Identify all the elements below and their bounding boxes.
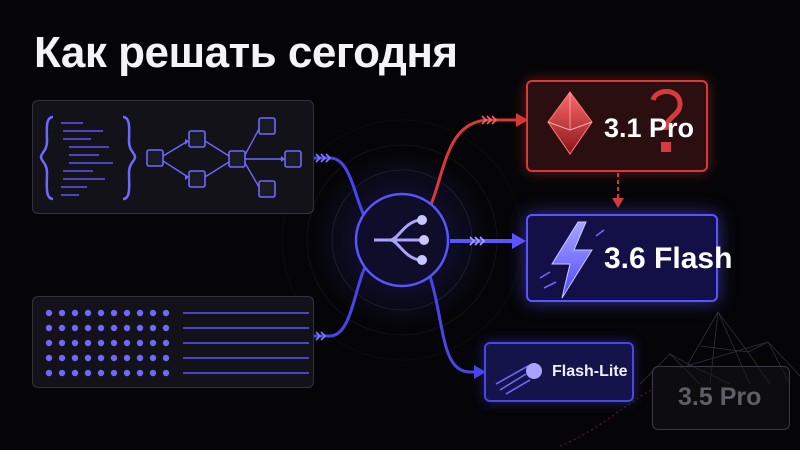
grid-dot <box>71 354 79 362</box>
grid-dot <box>58 309 66 317</box>
braces-icon <box>39 115 137 201</box>
grid-dot <box>162 339 170 347</box>
grid-dot <box>110 324 118 332</box>
model-label-pro: 3.1 Pro <box>604 113 695 143</box>
legacy-dotted-line <box>559 389 653 447</box>
grid-dot <box>45 339 53 347</box>
grid-dot <box>71 339 79 347</box>
dot-grid-icon <box>45 309 309 377</box>
grid-dot <box>84 324 92 332</box>
grid-dot <box>84 309 92 317</box>
grid-dot <box>97 309 105 317</box>
grid-dot <box>45 324 53 332</box>
grid-dot <box>71 309 79 317</box>
model-card-flash[interactable] <box>526 214 718 302</box>
model-label-lite: Flash-Lite <box>552 363 628 380</box>
model-card-legacy[interactable] <box>652 366 790 430</box>
grid-dot <box>45 369 53 377</box>
pro-chevrons <box>481 115 498 125</box>
grid-dot <box>149 339 157 347</box>
grid-dot <box>110 354 118 362</box>
grid-dot <box>84 369 92 377</box>
route-to-lite <box>426 269 476 374</box>
grid-dot <box>58 369 66 377</box>
grid-dot <box>136 354 144 362</box>
grid-dot <box>97 369 105 377</box>
code-lines <box>61 122 113 196</box>
question-mark-icon <box>650 89 683 131</box>
grid-dot <box>149 369 157 377</box>
grid-dot <box>136 324 144 332</box>
comet-icon <box>495 363 542 395</box>
input-panel-code <box>32 100 314 214</box>
grid-dot <box>149 354 157 362</box>
grid-dot <box>110 309 118 317</box>
model-label-flash: 3.6 Flash <box>604 242 733 275</box>
grid-dot <box>136 309 144 317</box>
grid-dot <box>136 339 144 347</box>
grid-dot <box>149 324 157 332</box>
grid-dot <box>97 354 105 362</box>
flowchart-icon <box>39 115 302 201</box>
lightning-icon <box>539 221 605 299</box>
grid-dot <box>45 354 53 362</box>
grid-dot <box>84 354 92 362</box>
model-card-pro[interactable] <box>526 80 708 172</box>
grid-dot <box>58 354 66 362</box>
grid-dot <box>58 339 66 347</box>
grid-dot <box>110 339 118 347</box>
grid-dot <box>123 309 131 317</box>
input-chevrons <box>315 153 332 341</box>
router-icon <box>354 192 450 288</box>
grid-dot <box>71 369 79 377</box>
gem-icon <box>547 89 683 155</box>
grid-dot <box>123 354 131 362</box>
input-panel-stream <box>32 296 314 388</box>
grid-dot <box>162 324 170 332</box>
grid-dot <box>162 309 170 317</box>
grid-dot <box>162 354 170 362</box>
model-label-legacy: 3.5 Pro <box>678 383 762 411</box>
grid-dot <box>123 324 131 332</box>
grid-dot <box>97 324 105 332</box>
flash-chevrons <box>469 236 486 246</box>
grid-dot <box>84 339 92 347</box>
grid-dot <box>45 309 53 317</box>
grid-dot <box>162 369 170 377</box>
grid-dot <box>123 369 131 377</box>
grid-dot <box>136 369 144 377</box>
grid-dot <box>123 339 131 347</box>
grid-dot <box>110 369 118 377</box>
model-card-lite[interactable] <box>484 342 634 402</box>
grid-dot <box>97 339 105 347</box>
grid-dot <box>149 309 157 317</box>
grid-dot <box>58 324 66 332</box>
grid-dot <box>71 324 79 332</box>
page-title: Как решать сегодня <box>34 28 458 77</box>
